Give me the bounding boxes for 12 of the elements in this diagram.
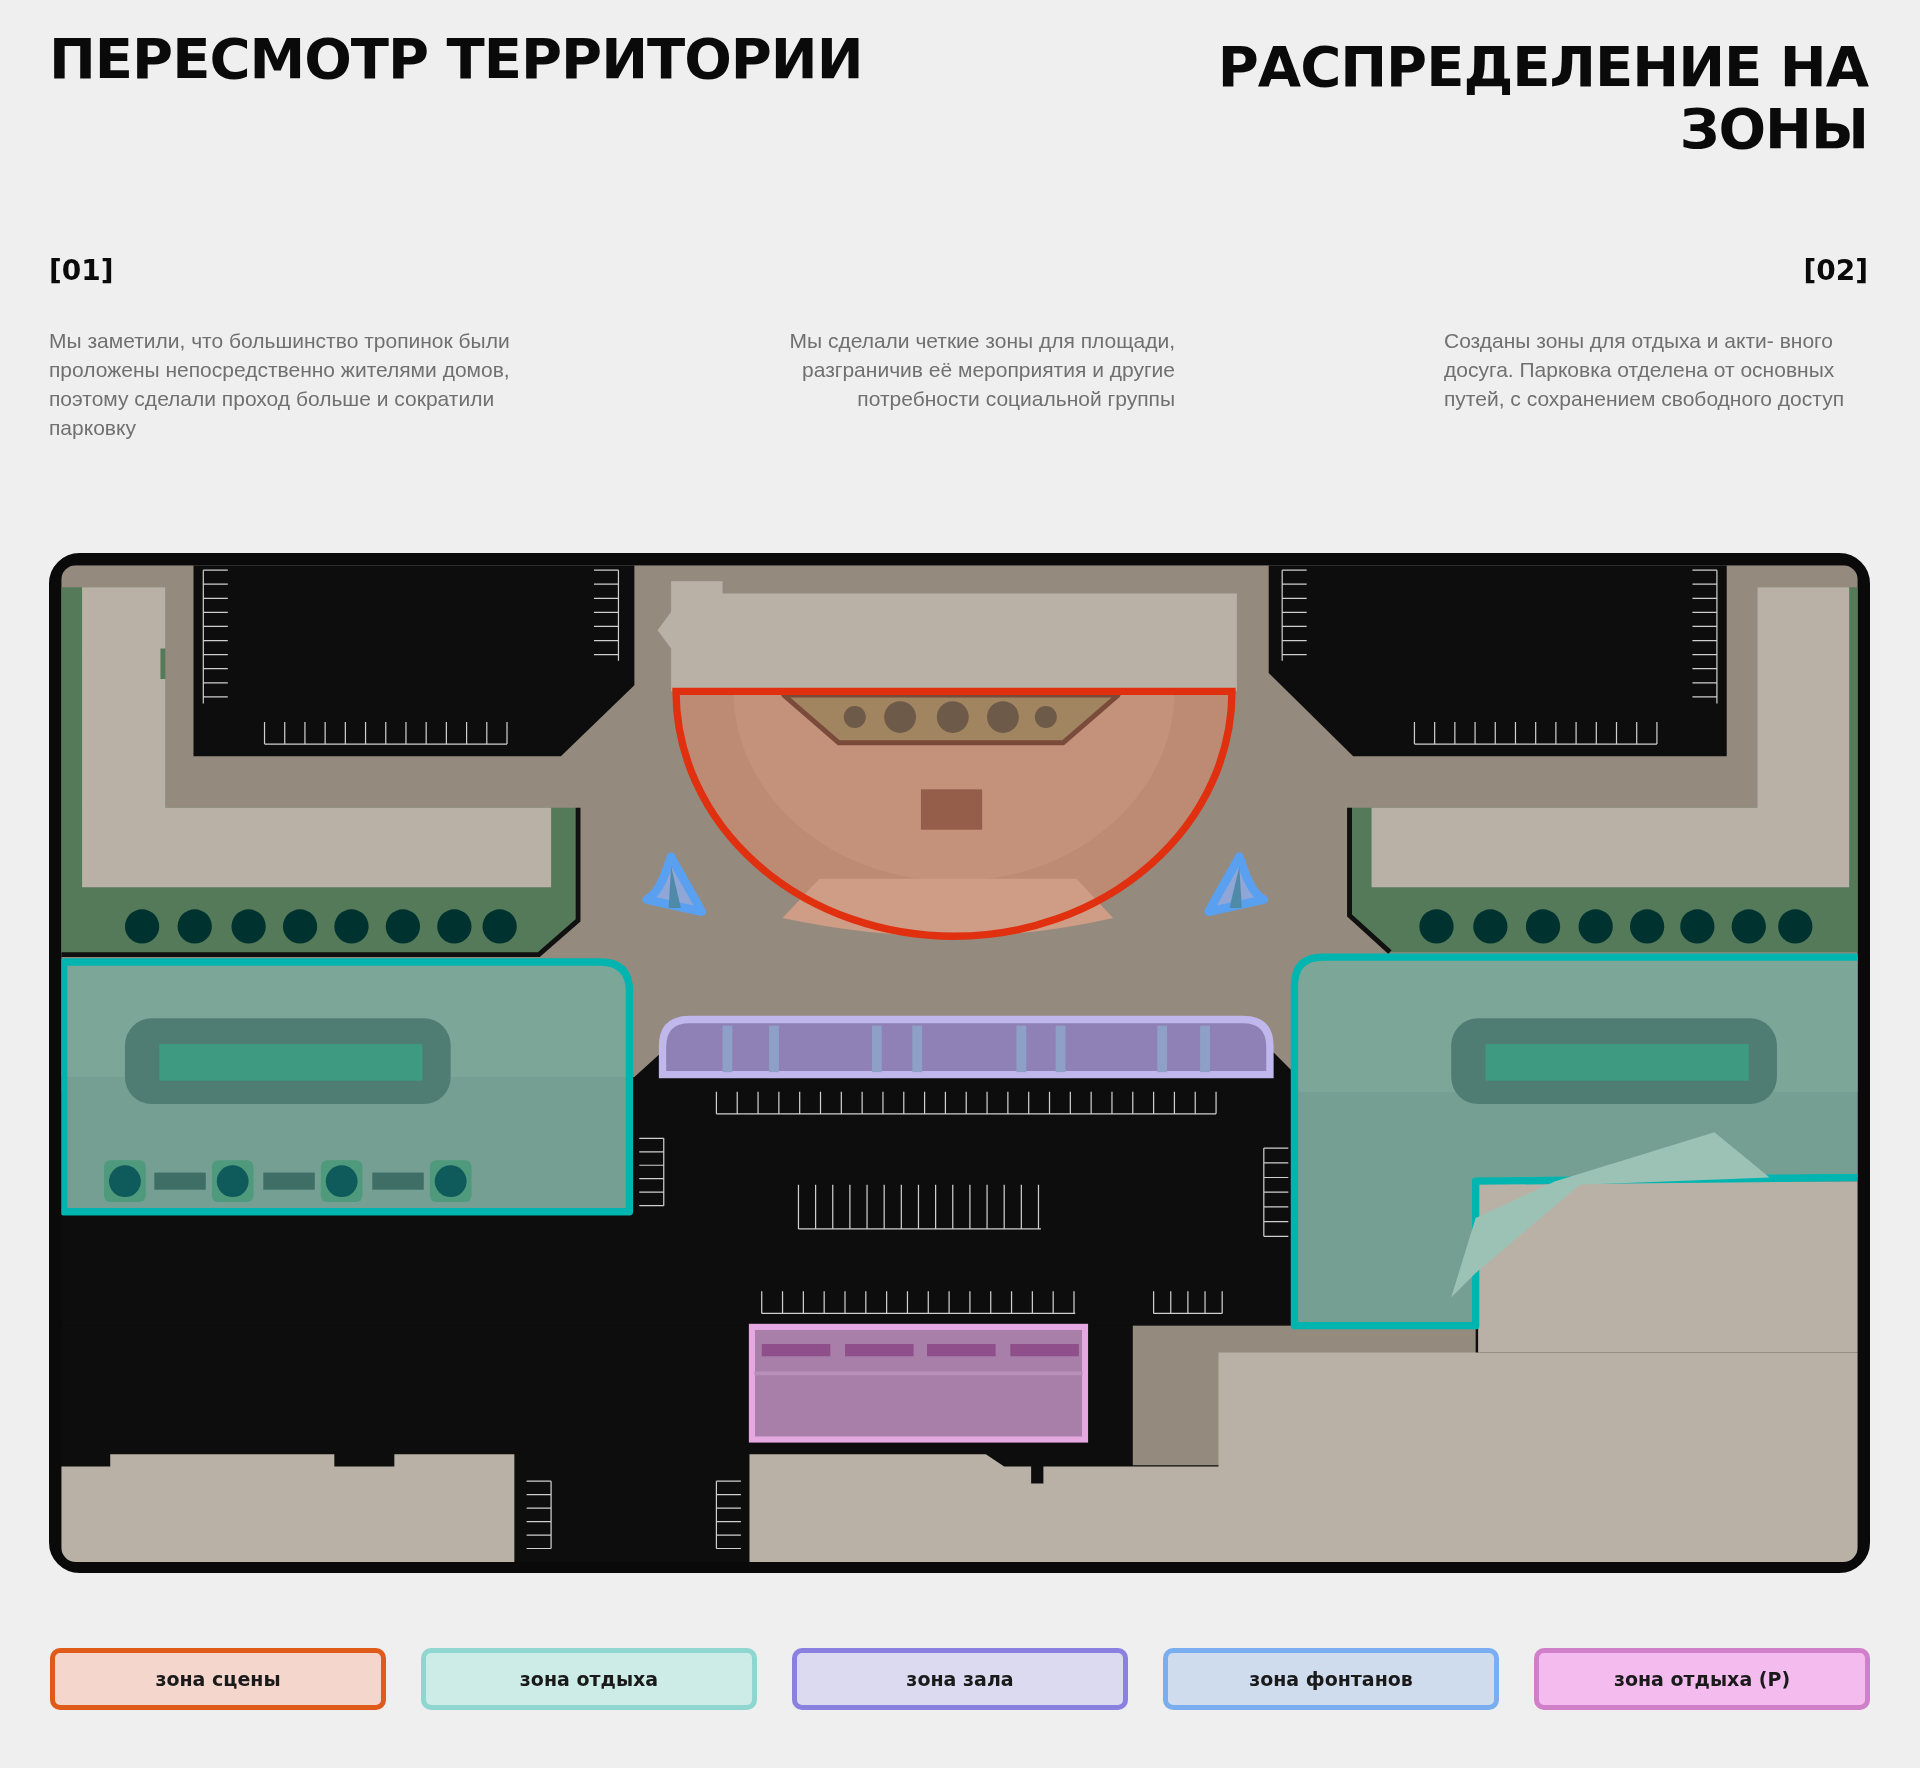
section-number: [01] — [49, 254, 114, 287]
page-title: ПЕРЕСМОТР ТЕРРИТОРИИ — [49, 28, 863, 90]
legend-key: зона зала — [792, 1648, 1128, 1710]
description-text: Созданы зоны для отдыха и акти- вного досуга. Парковка отделена от основных путей, с сохранением свободного доступ — [1444, 328, 1845, 412]
description-text: Мы сделали четкие зоны для площади, разграничив её мероприятия и другие потребности социальной группы — [788, 328, 1175, 412]
legend-key: зона фонтанов — [1163, 1648, 1499, 1710]
legend-key: зона сцены — [50, 1648, 386, 1710]
section-heading: РАСПРЕДЕЛЕНИЕ НА ЗОНЫ — [1216, 36, 1868, 160]
section-number: [02] — [1803, 254, 1868, 287]
legend-key: зона отдыха — [421, 1648, 757, 1710]
legend-key: зона отдыха (Р) — [1534, 1648, 1870, 1710]
description-text: Мы заметили, что большинство тропинок были проложены непосредственно жителями домов, поэтому сделали проход больше и сократили парковку — [49, 328, 511, 441]
